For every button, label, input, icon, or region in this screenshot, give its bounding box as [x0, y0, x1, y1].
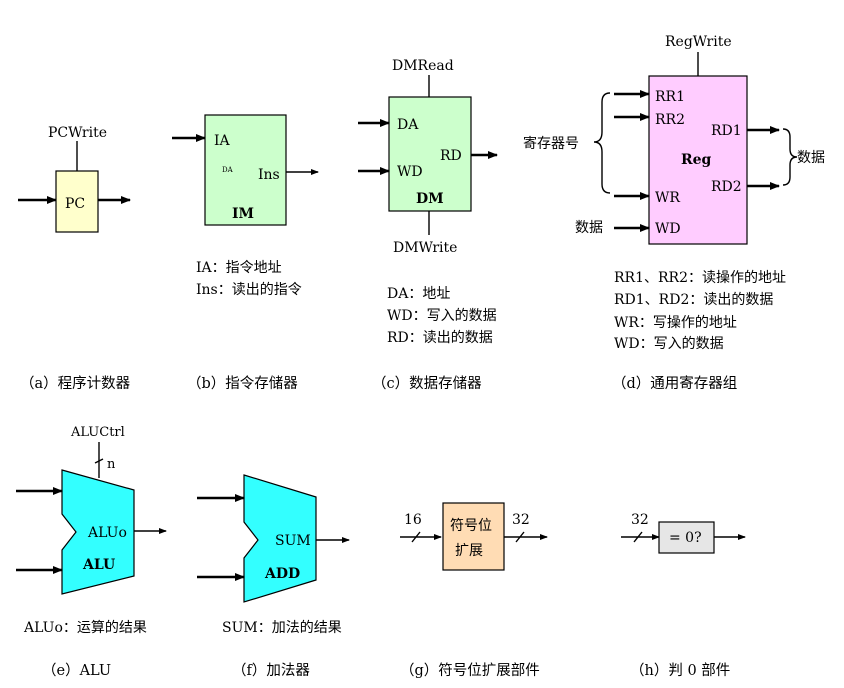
reg-box	[648, 75, 748, 245]
ext-box	[442, 502, 505, 571]
ext-label-line1: 符号位	[450, 518, 492, 534]
pc-name: PC	[65, 196, 85, 212]
ext-label-line2: 扩展	[455, 543, 483, 559]
alu-name: ALU	[82, 557, 115, 573]
im-legend-1: IA：指令地址	[196, 260, 282, 276]
dm-addr-label: DA	[397, 117, 419, 133]
dm-rd-label: RD	[440, 148, 462, 164]
zero-box	[658, 521, 715, 554]
alu-legend: ALUo：运算的结果	[23, 620, 147, 636]
im-output-label: Ins	[258, 167, 280, 183]
alu-component: ALUCtrl n ALUo ALU ALUo：运算的结果 （e）ALU	[16, 425, 167, 679]
ext-input-width: 16	[404, 512, 422, 528]
dm-legend-3: RD：读出的数据	[387, 329, 493, 346]
alu-control-slash	[94, 458, 104, 464]
pc-box	[55, 170, 99, 233]
im-legend-2: Ins：读出的指令	[196, 281, 302, 298]
reg-rd1-label: RD1	[711, 123, 742, 139]
im-component: IA DA Ins IM IA：指令地址 Ins：读出的指令 （b）指令存储器	[172, 114, 319, 392]
im-input-label: IA	[214, 133, 231, 149]
pc-caption: （a）程序计数器	[20, 375, 131, 392]
reg-wd-input-label: 数据	[575, 220, 603, 236]
ext-output-width: 32	[512, 512, 530, 528]
add-caption: （f）加法器	[232, 662, 310, 679]
ext-caption: （g）符号位扩展部件	[400, 662, 540, 679]
reg-control-label: RegWrite	[665, 34, 732, 50]
reg-name: Reg	[681, 152, 712, 168]
alu-output-label: ALUo	[87, 525, 127, 541]
reg-left-brace	[593, 92, 611, 194]
alu-caption: （e）ALU	[42, 662, 111, 679]
dm-caption: （c）数据存储器	[372, 375, 482, 392]
reg-legend-4: WD：写入的数据	[614, 336, 724, 352]
im-box	[204, 114, 287, 226]
dm-name: DM	[416, 191, 444, 207]
im-caption: （b）指令存储器	[187, 375, 298, 392]
dm-read-label: DMRead	[392, 58, 454, 74]
im-name: IM	[232, 206, 254, 222]
dm-legend-1: DA：地址	[387, 286, 450, 302]
im-tiny-label: DA	[222, 166, 234, 174]
reg-wd-label: WD	[655, 221, 681, 237]
add-component: SUM ADD SUM：加法的结果 （f）加法器	[197, 474, 350, 679]
zero-input-slash	[633, 531, 643, 543]
add-output-label: SUM	[275, 533, 311, 549]
alu-width-label: n	[107, 457, 116, 472]
reg-rr1-label: RR1	[655, 89, 685, 105]
zero-label: = 0?	[669, 530, 702, 546]
dm-legend-2: WD：写入的数据	[387, 308, 497, 324]
reg-legend-3: WR：写操作的地址	[614, 315, 737, 331]
reg-caption: （d）通用寄存器组	[612, 374, 737, 392]
dm-wd-label: WD	[397, 164, 423, 180]
zero-input-width: 32	[631, 512, 649, 528]
reg-legend-2: RD1、RD2：读出的数据	[614, 291, 773, 308]
reg-right-brace-label: 数据	[797, 150, 825, 166]
reg-right-brace	[782, 128, 798, 186]
reg-rd2-label: RD2	[711, 179, 742, 195]
dm-write-label: DMWrite	[393, 240, 457, 256]
ext-component: 16 符号位 扩展 32 （g）符号位扩展部件	[400, 502, 548, 679]
reg-rr2-label: RR2	[655, 112, 685, 128]
reg-component: RegWrite RR1 RR2 WR WD RD1 RD2 Reg 寄存器号 …	[523, 34, 825, 392]
alu-control-label: ALUCtrl	[70, 425, 125, 440]
reg-left-brace-label: 寄存器号	[523, 135, 579, 152]
ext-input-slash	[411, 531, 421, 543]
ext-output-slash	[515, 531, 525, 543]
reg-wr-label: WR	[655, 190, 680, 206]
zero-component: 32 = 0? （h）判 0 部件	[621, 512, 746, 679]
reg-legend-1: RR1、RR2：读操作的地址	[614, 269, 786, 286]
dm-component: DMRead DA WD RD DM DMWrite DA：地址 WD：写入的数…	[358, 58, 498, 392]
pc-control-label: PCWrite	[48, 125, 107, 141]
zero-caption: （h）判 0 部件	[630, 662, 730, 679]
add-name: ADD	[264, 566, 300, 582]
pc-component: PCWrite PC （a）程序计数器	[18, 125, 131, 392]
add-legend: SUM：加法的结果	[222, 620, 342, 636]
